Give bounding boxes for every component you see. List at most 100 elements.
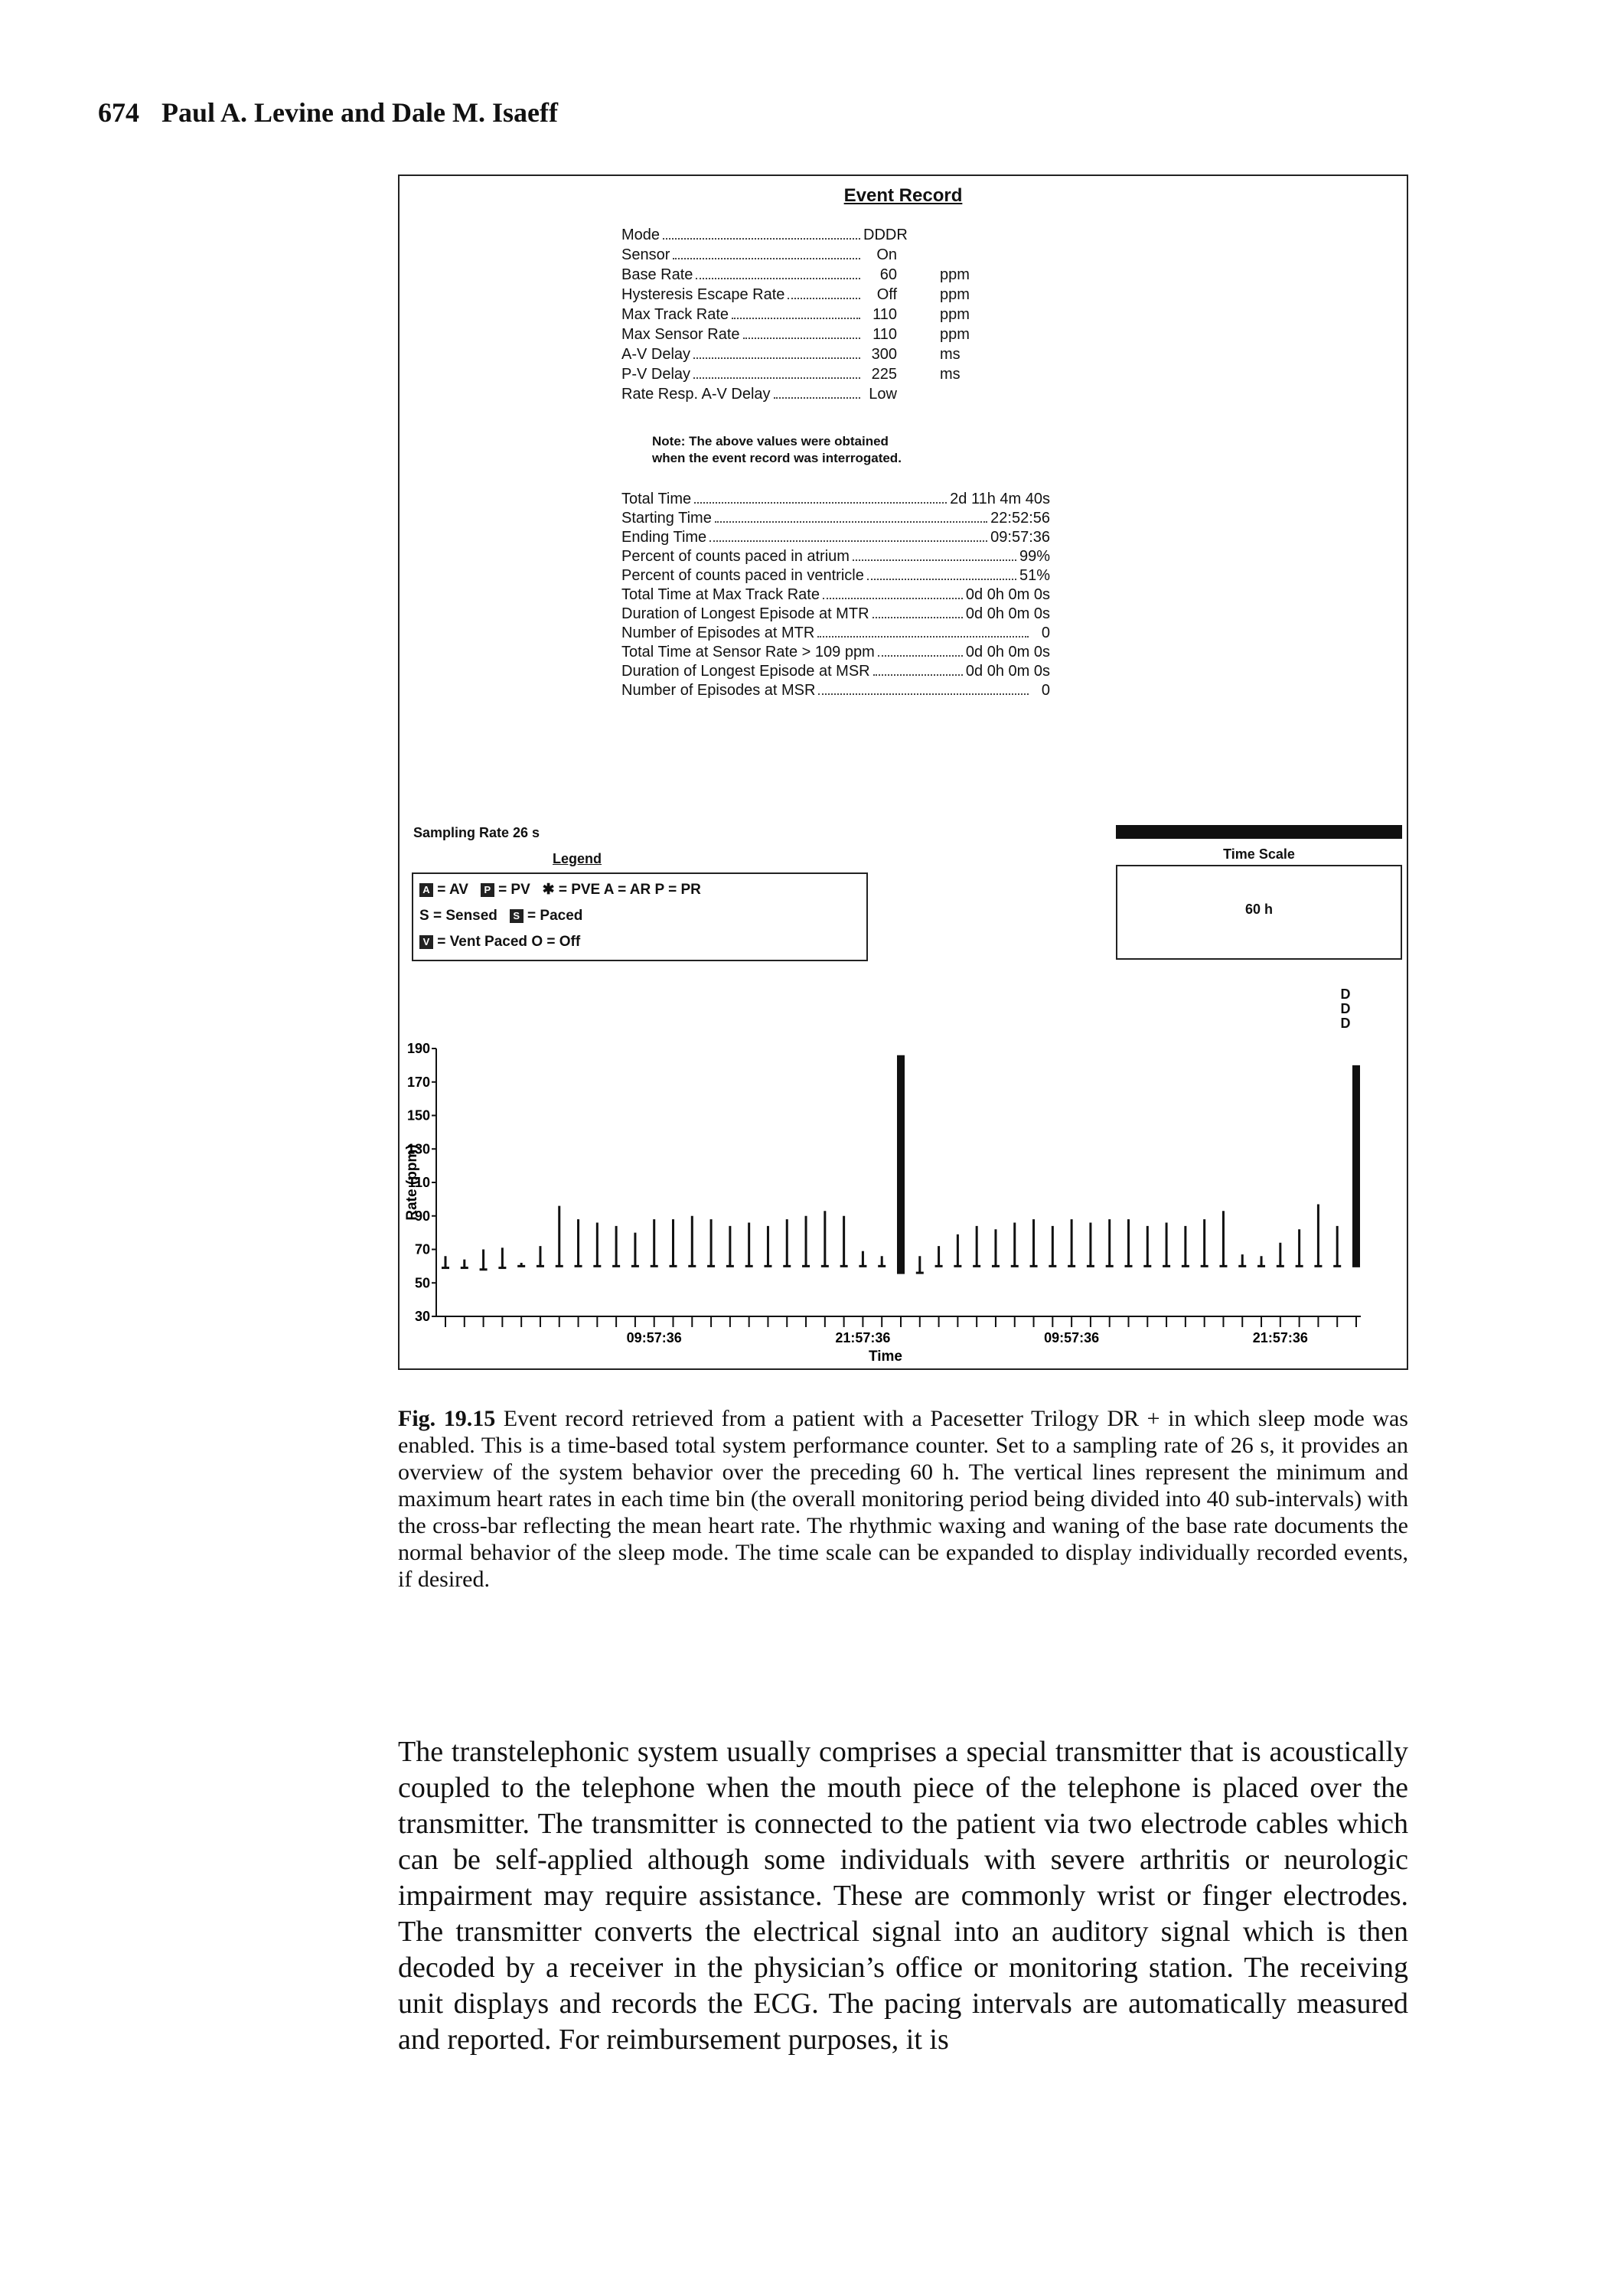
parameter-unit: ppm xyxy=(940,266,970,283)
figure-caption: Fig. 19.15 Event record retrieved from a… xyxy=(398,1405,1408,1593)
statistic-label: Starting Time xyxy=(621,510,712,527)
parameter-value: 60 xyxy=(879,266,897,283)
statistic-label: Number of Episodes at MSR xyxy=(621,682,816,699)
mode-letter: D xyxy=(1340,1016,1351,1031)
note-line-1: Note: The above values were obtained xyxy=(652,434,889,448)
av-symbol-icon: A xyxy=(419,882,433,897)
parameter-label: Rate Resp. A-V Delay xyxy=(621,386,771,403)
note-line-2: when the event record was interrogated. xyxy=(652,451,902,465)
leader-dots xyxy=(732,318,860,319)
parameter-value: Low xyxy=(869,386,897,403)
y-tick-label: 30 xyxy=(415,1309,430,1324)
time-scale-bar xyxy=(1116,825,1402,839)
leader-dots xyxy=(788,298,860,299)
leader-dots xyxy=(818,693,1029,695)
leader-dots xyxy=(817,636,1029,638)
statistic-value: 09:57:36 xyxy=(990,529,1050,546)
leader-dots xyxy=(852,559,1016,561)
parameter-label: Hysteresis Escape Rate xyxy=(621,286,785,303)
caption-text: Event record retrieved from a patient wi… xyxy=(398,1406,1408,1592)
leader-dots xyxy=(773,397,860,399)
parameter-value: DDDR xyxy=(863,227,908,243)
parameter-value: On xyxy=(876,246,897,263)
parameter-label: Max Sensor Rate xyxy=(621,326,740,343)
mode-vertical-label: D D D xyxy=(1338,987,1353,1031)
legend-av-text: = AV xyxy=(437,882,468,898)
legend-line-2: S = Sensed S = Paced xyxy=(419,903,860,929)
legend-pve-text: ✱ = PVE A = AR P = PR xyxy=(542,882,701,898)
parameter-value: 110 xyxy=(872,306,897,323)
statistic-row: Total Time at Sensor Rate > 109 ppm 0d 0h… xyxy=(621,643,1050,662)
leader-dots xyxy=(663,238,860,240)
statistic-label: Total Time at Sensor Rate > 109 ppm xyxy=(621,644,875,660)
page-header: 674 Paul A. Levine and Dale M. Isaeff xyxy=(98,96,558,129)
leader-dots xyxy=(673,258,860,259)
y-tick-label: 130 xyxy=(407,1141,430,1156)
leader-dots xyxy=(693,377,860,379)
parameter-label: A-V Delay xyxy=(621,346,691,363)
statistic-label: Total Time xyxy=(621,491,692,507)
caption-label: Fig. 19.15 xyxy=(398,1406,496,1431)
statistic-label: Percent of counts paced in atrium xyxy=(621,548,850,565)
legend-line-1: A = AV P = PV ✱ = PVE A = AR P = PR xyxy=(419,877,860,903)
leader-dots xyxy=(693,357,860,359)
x-tick-label: 09:57:36 xyxy=(1044,1330,1099,1345)
legend-box: A = AV P = PV ✱ = PVE A = AR P = PR S = … xyxy=(412,872,868,961)
leader-dots xyxy=(872,674,963,676)
statistic-value: 0 xyxy=(1041,625,1050,641)
parameter-label: Sensor xyxy=(621,246,670,263)
legend-pv-text: = PV xyxy=(498,882,530,898)
leader-dots xyxy=(714,521,988,523)
y-tick-label: 190 xyxy=(407,1041,430,1056)
x-tick-label: 21:57:36 xyxy=(835,1330,890,1345)
event-record-title: Event Record xyxy=(843,185,963,206)
authors: Paul A. Levine and Dale M. Isaeff xyxy=(161,97,558,128)
page-number: 674 xyxy=(98,97,139,128)
statistic-value: 22:52:56 xyxy=(990,510,1050,527)
time-scale-label: Time Scale xyxy=(1223,846,1295,862)
vent-paced-symbol-icon: V xyxy=(419,934,433,949)
legend-title: Legend xyxy=(553,851,602,866)
statistic-value: 0d 0h 0m 0s xyxy=(965,586,1050,603)
time-scale-value: 60 h xyxy=(1244,902,1274,917)
leader-dots xyxy=(822,598,963,599)
statistic-value: 99% xyxy=(1019,548,1050,565)
parameter-value: 225 xyxy=(871,366,897,383)
y-axis-label: Rate (ppm) xyxy=(404,1144,420,1220)
legend-line-3: V = Vent Paced O = Off xyxy=(419,929,860,955)
statistic-row: Total Time at Max Track Rate 0d 0h 0m 0s xyxy=(621,585,1050,605)
y-tick-label: 50 xyxy=(415,1275,430,1290)
parameter-label: P-V Delay xyxy=(621,366,691,383)
statistic-row: Percent of counts paced in atrium 99% xyxy=(621,547,1050,566)
legend-vent-paced-text: = Vent Paced O = Off xyxy=(437,934,581,950)
statistic-label: Duration of Longest Episode at MTR xyxy=(621,605,869,622)
parameter-row: P-V Delay 225 ms xyxy=(621,364,961,384)
paced-symbol-icon: S xyxy=(509,908,523,923)
parameter-unit: ppm xyxy=(940,326,970,343)
statistic-label: Total Time at Max Track Rate xyxy=(621,586,820,603)
mode-letter: D xyxy=(1340,987,1351,1002)
leader-dots xyxy=(872,617,963,618)
x-tick-label: 21:57:36 xyxy=(1253,1330,1308,1345)
parameter-unit: ppm xyxy=(940,306,970,323)
parameter-unit: ms xyxy=(940,366,961,383)
leader-dots xyxy=(866,579,1016,580)
leader-dots xyxy=(694,502,948,504)
parameter-row: Rate Resp. A-V Delay Low xyxy=(621,384,897,404)
parameter-label: Mode xyxy=(621,227,660,243)
time-scale-box: 60 h xyxy=(1116,865,1402,960)
statistic-value: 0d 0h 0m 0s xyxy=(965,644,1050,660)
statistic-label: Duration of Longest Episode at MSR xyxy=(621,663,870,680)
